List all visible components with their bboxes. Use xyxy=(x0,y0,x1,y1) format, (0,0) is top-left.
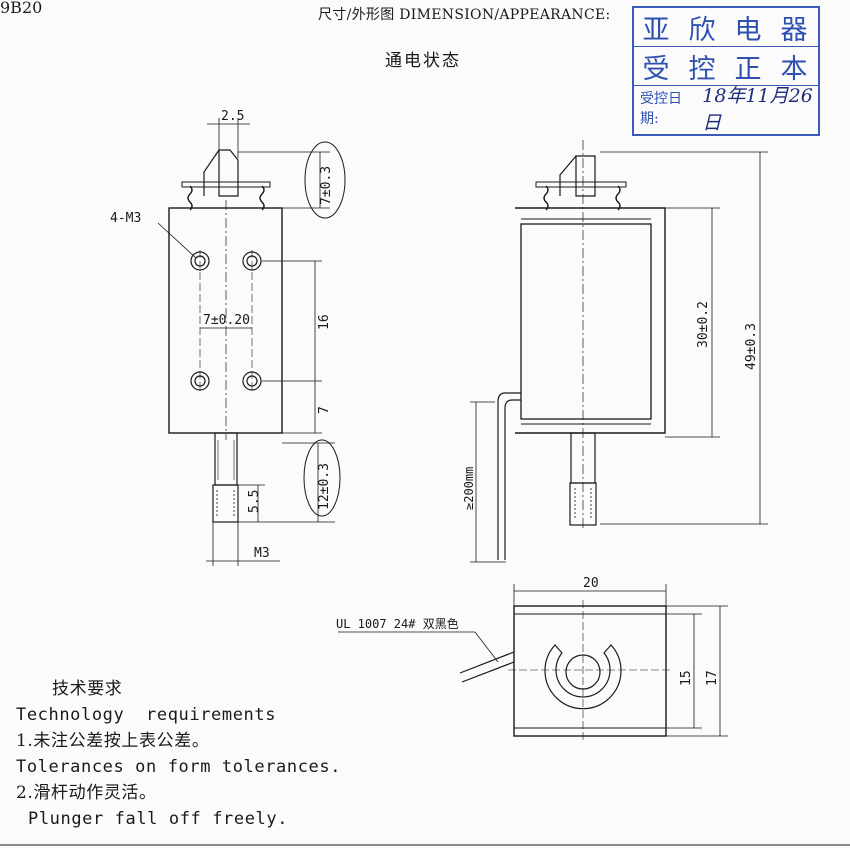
side-plunger-bevel xyxy=(559,155,577,196)
bottom-view: 20 15 17 UL 1007 24# 双黑色 xyxy=(336,576,728,742)
dimension-header: 尺寸/外形图 DIMENSION/APPEARANCE: xyxy=(318,7,611,23)
stamp-date-value: 18年11月26日 xyxy=(702,85,813,134)
threaded-end xyxy=(212,484,239,523)
lead-wire xyxy=(497,392,521,560)
dim-body-height: 30±0.2 xyxy=(696,301,711,348)
requirement-2-en: Plunger fall off freely. xyxy=(28,809,289,829)
stamp-control-row: 受 控 正 本 xyxy=(634,47,818,86)
stamp-date-label: 受控日期: xyxy=(640,91,682,127)
side-frame xyxy=(515,207,666,434)
stamp-char: 欣 xyxy=(688,14,718,46)
spring-left xyxy=(187,185,193,211)
bottom-wire xyxy=(459,651,515,674)
leader-line xyxy=(157,222,197,259)
stamp-char: 器 xyxy=(780,14,810,46)
stamp-date-row: 受控日期: 18年11月26日 xyxy=(634,85,818,134)
side-threaded-end xyxy=(569,482,597,526)
stamp-char: 电 xyxy=(734,14,764,46)
control-stamp: 亚 欣 电 器 受 控 正 本 受控日期: 18年11月26日 xyxy=(632,6,820,136)
bottom-body xyxy=(513,605,667,737)
spring-plate xyxy=(181,181,271,188)
lead-wire xyxy=(504,399,521,560)
wire-spec-label: UL 1007 24# 双黑色 xyxy=(336,617,459,631)
plunger-bevel xyxy=(203,149,220,196)
requirement-1-cn: 1.未注公差按上表公差。 xyxy=(16,731,210,751)
dim-hole-bottom-offset: 7 xyxy=(317,406,332,414)
spring-right xyxy=(259,185,265,211)
side-coil xyxy=(520,223,652,420)
plunger-end xyxy=(565,654,601,690)
side-plunger xyxy=(575,155,596,197)
dim-thread-size: M3 xyxy=(254,546,270,561)
bottom-wire xyxy=(461,661,515,683)
dim-plunger-stroke: 7±0.3 xyxy=(319,166,334,205)
dim-outer-height: 17 xyxy=(705,670,720,686)
technical-requirements: 技术要求 Technology requirements 1.未注公差按上表公差… xyxy=(16,676,341,832)
requirement-2-cn: 2.滑杆动作灵活。 xyxy=(16,783,157,803)
stamp-char: 正 xyxy=(734,53,764,85)
stamp-char: 亚 xyxy=(642,14,672,46)
wire-leader xyxy=(474,631,499,663)
dim-holes: 4-M3 xyxy=(110,211,141,226)
requirement-1-en: Tolerances on form tolerances. xyxy=(16,757,342,777)
dim-hole-spacing-h: 7±0.20 xyxy=(203,313,250,328)
requirements-title: 技术要求 xyxy=(52,679,123,699)
side-spring-left xyxy=(543,185,549,211)
stamp-char: 控 xyxy=(688,53,718,85)
side-spring-right xyxy=(615,185,621,211)
dim-overall-height: 49±0.3 xyxy=(744,323,759,370)
dim-inner-height: 15 xyxy=(679,670,694,686)
stamp-company-row: 亚 欣 电 器 xyxy=(634,8,818,47)
dim-shaft-length: 12±0.3 xyxy=(317,463,332,510)
plunger-top xyxy=(218,149,239,197)
e-clip xyxy=(544,644,622,710)
dim-thread-length: 5.5 xyxy=(247,490,262,513)
side-view: ≥200mm 30±0.2 49±0.3 xyxy=(462,140,768,563)
side-spring-plate xyxy=(535,181,627,188)
shaft-callout-ring xyxy=(303,439,341,517)
dim-bottom-width: 20 xyxy=(583,576,599,591)
dim-hole-spacing-v: 16 xyxy=(317,314,332,330)
side-lower-shaft xyxy=(570,432,596,484)
stamp-char: 本 xyxy=(780,53,810,85)
front-view: 2.5 7±0.3 xyxy=(110,109,346,566)
energized-state-title: 通电状态 xyxy=(385,51,461,71)
dim-plunger-width: 2.5 xyxy=(221,109,244,124)
stroke-callout-ring xyxy=(304,141,346,219)
dim-lead-length: ≥200mm xyxy=(462,467,476,510)
stamp-char: 受 xyxy=(642,53,672,85)
drawing-code: 9B20 xyxy=(0,0,43,17)
requirements-heading-en: Technology requirements xyxy=(16,705,277,725)
